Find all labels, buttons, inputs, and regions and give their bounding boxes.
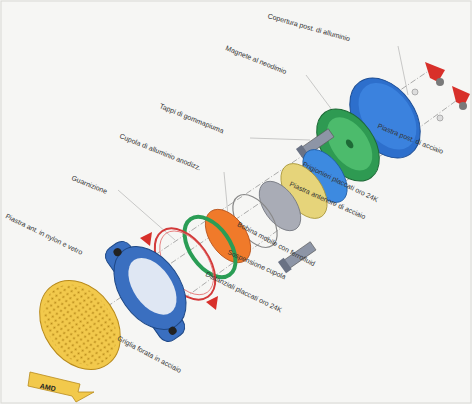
part-label: Guarnizione [71,174,109,195]
part-label: Tappi di gommapiuma [159,102,225,134]
grille [23,265,137,385]
axis-lines [80,70,460,325]
red-markers [412,62,470,121]
part-label: Piastra ant. in nylon e vetro [4,212,83,255]
part-label: Magnete al neodimio [225,44,288,75]
part-label: Cupola di alluminio anodizz. [119,132,202,171]
badge-arrow [28,372,94,402]
part-label: Copertura post. di alluminio [267,12,351,42]
